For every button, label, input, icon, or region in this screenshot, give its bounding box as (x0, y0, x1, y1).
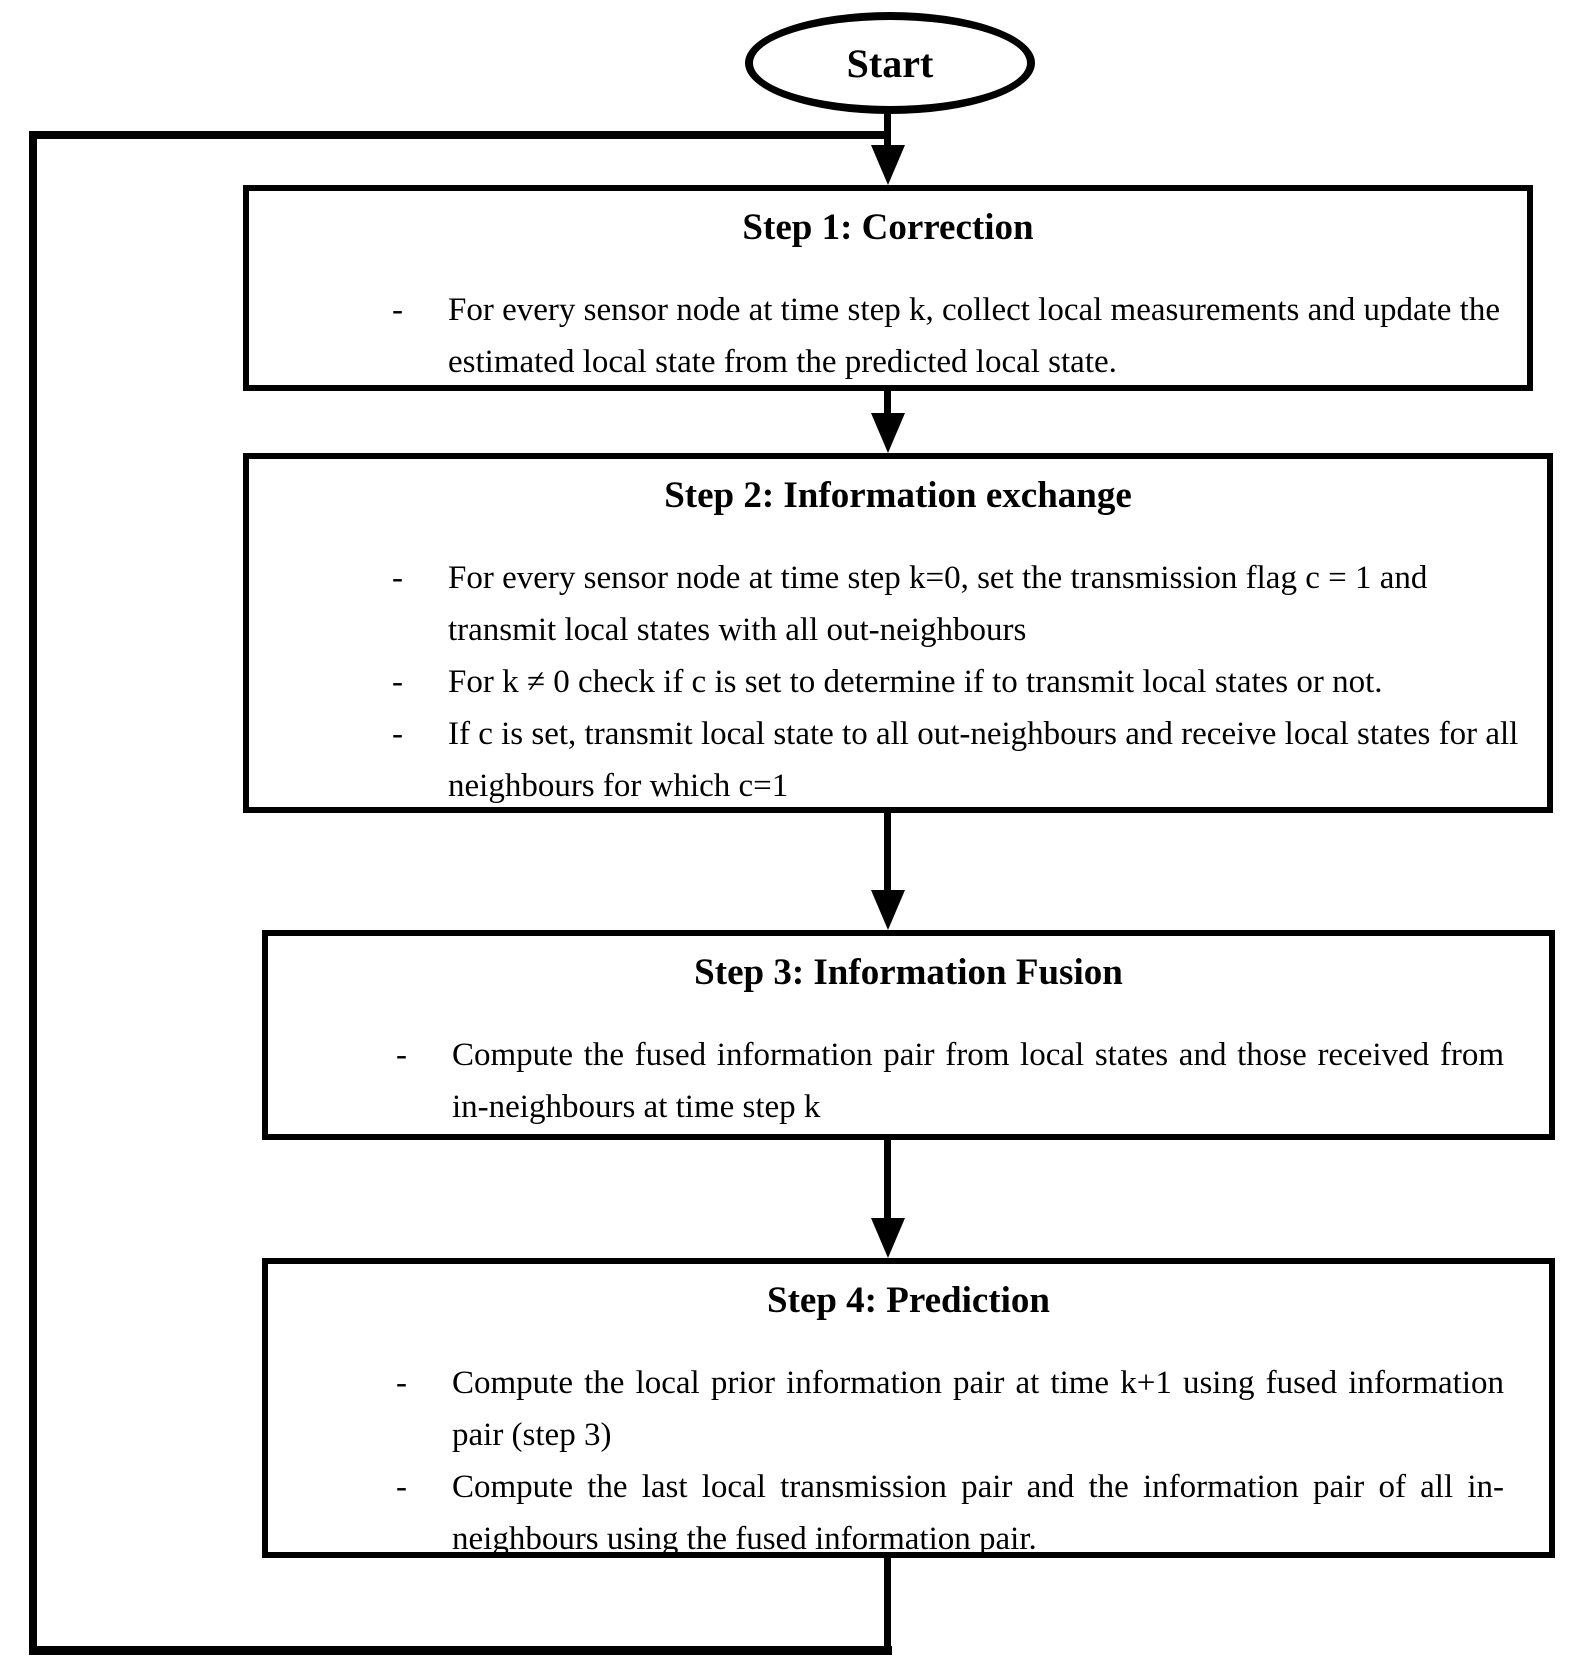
bullet-text: Compute the fused information pair from … (452, 1037, 1504, 1125)
step-4-box: Step 4: Prediction - Compute the local p… (262, 1258, 1555, 1558)
step-2-box: Step 2: Information exchange - For every… (243, 453, 1553, 813)
bullet-text: Compute the local prior information pair… (452, 1365, 1504, 1453)
bullet-text: For k ≠ 0 check if c is set to determine… (448, 664, 1383, 700)
arrowhead-down-icon (871, 890, 905, 930)
arrowhead-down-icon (871, 145, 905, 185)
arrow-step3-to-step4 (884, 1138, 891, 1228)
bullet-item: - For every sensor node at time step k=0… (249, 552, 1547, 656)
bullet-dash: - (396, 1365, 407, 1401)
bullet-dash: - (396, 1037, 407, 1073)
step-1-bullets: - For every sensor node at time step k, … (249, 284, 1527, 388)
step-3-box: Step 3: Information Fusion - Compute the… (262, 930, 1555, 1140)
step-1-box: Step 1: Correction - For every sensor no… (243, 185, 1533, 391)
step-1-title: Step 1: Correction (742, 207, 1034, 248)
start-node: Start (745, 12, 1035, 114)
bullet-dash: - (392, 560, 403, 596)
bullet-dash: - (392, 716, 403, 752)
bullet-dash: - (392, 664, 403, 700)
bullet-item: - For every sensor node at time step k, … (249, 284, 1527, 388)
arrowhead-down-icon (871, 1218, 905, 1258)
feedback-line-left (29, 131, 37, 1655)
bullet-dash: - (392, 292, 403, 328)
connector-step4-to-feedback (884, 1552, 891, 1652)
bullet-text: For every sensor node at time step k=0, … (448, 560, 1428, 648)
bullet-item: - Compute the local prior information pa… (268, 1357, 1549, 1461)
arrow-step2-to-step3 (884, 813, 891, 900)
arrowhead-down-icon (871, 413, 905, 453)
bullet-item: - For k ≠ 0 check if c is set to determi… (249, 656, 1547, 708)
step-3-title: Step 3: Information Fusion (694, 952, 1123, 993)
step-4-bullets: - Compute the local prior information pa… (268, 1357, 1549, 1565)
bullet-text: For every sensor node at time step k, co… (448, 292, 1500, 380)
arrow-start-to-step1 (884, 112, 891, 150)
bullet-item: - Compute the fused information pair fro… (268, 1029, 1549, 1133)
step-2-bullets: - For every sensor node at time step k=0… (249, 552, 1547, 812)
step-3-bullets: - Compute the fused information pair fro… (268, 1029, 1549, 1133)
start-label: Start (846, 40, 934, 86)
bullet-item: - If c is set, transmit local state to a… (249, 708, 1547, 812)
bullet-text: Compute the last local transmission pair… (452, 1469, 1504, 1557)
feedback-line-bottom (29, 1646, 892, 1655)
arrow-step1-to-step2 (884, 388, 891, 425)
step-4-title: Step 4: Prediction (767, 1280, 1050, 1321)
bullet-dash: - (396, 1469, 407, 1505)
feedback-line-top (29, 131, 888, 139)
bullet-item: - Compute the last local transmission pa… (268, 1461, 1549, 1565)
step-2-title: Step 2: Information exchange (664, 475, 1132, 516)
bullet-text: If c is set, transmit local state to all… (448, 716, 1519, 804)
